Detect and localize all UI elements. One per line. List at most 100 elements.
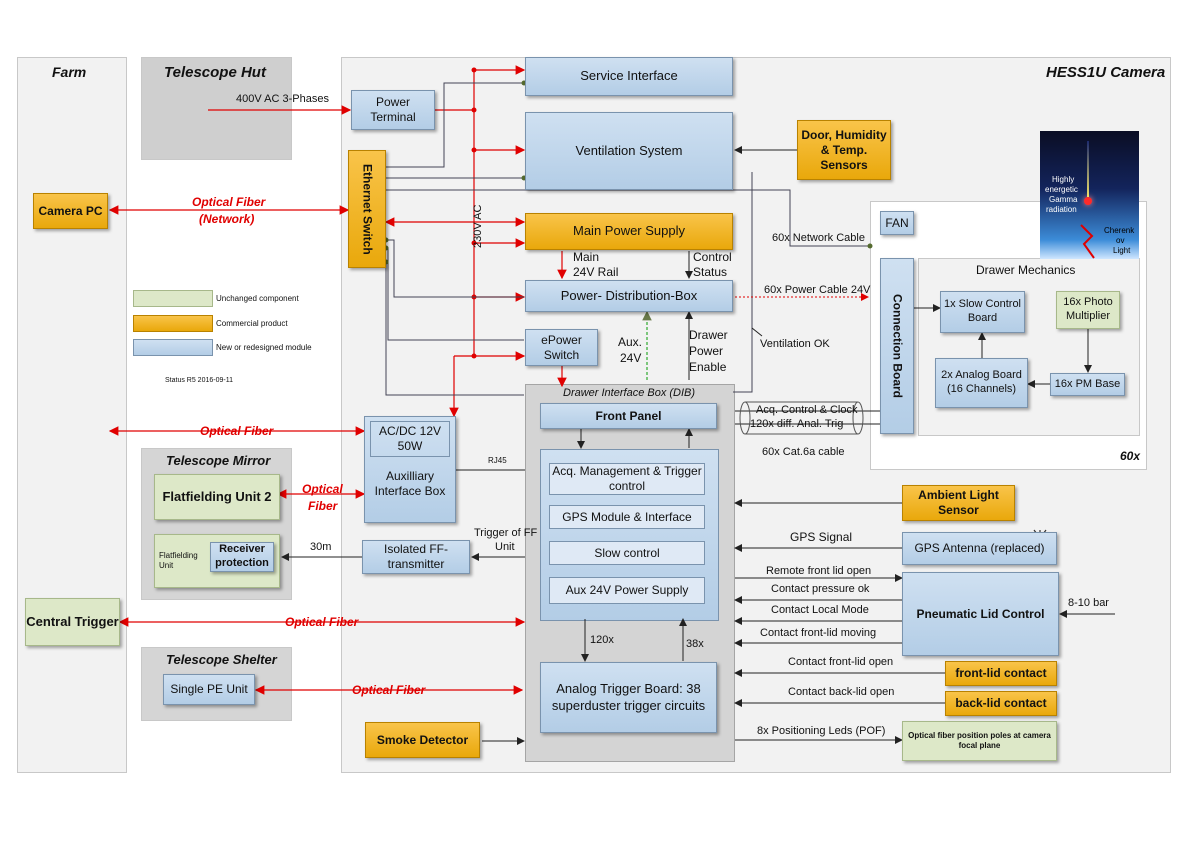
- power-cable-label: 60x Power Cable 24V: [764, 284, 871, 296]
- remote-front-label: Remote front lid open: [766, 565, 872, 577]
- cherenkov-text-3: Light: [1113, 246, 1131, 255]
- gps-signal-label: GPS Signal: [790, 530, 853, 544]
- aux-label-2: 24V: [620, 351, 642, 365]
- camera-pc-box[interactable]: Camera PC: [33, 193, 108, 229]
- pneumatic-box[interactable]: Pneumatic Lid Control: [902, 572, 1059, 656]
- optical-single-label: Optical Fiber: [352, 683, 426, 697]
- drawer-mechanics-title: Drawer Mechanics: [976, 263, 1076, 277]
- drawer-power-label-2: Power: [689, 344, 724, 358]
- x38-label: 38x: [686, 638, 704, 650]
- smoke-detector-box[interactable]: Smoke Detector: [365, 722, 480, 758]
- legend-new-swatch: [133, 339, 213, 356]
- pm-base-box[interactable]: 16x PM Base: [1050, 373, 1125, 396]
- optical-network-label-1: Optical Fiber: [192, 195, 266, 209]
- shelter-title: Telescope Shelter: [166, 652, 277, 667]
- single-pe-box[interactable]: Single PE Unit: [163, 674, 255, 705]
- bar-label: 8-10 bar: [1068, 597, 1109, 609]
- front-lid-box[interactable]: front-lid contact: [945, 661, 1057, 686]
- slow-control-box[interactable]: Slow control: [549, 541, 705, 565]
- contact-moving-label: Contact front-lid moving: [760, 627, 877, 639]
- gps-antenna-box[interactable]: GPS Antenna (replaced): [902, 532, 1057, 565]
- acq-mgmt-box[interactable]: Acq. Management & Trigger control: [549, 463, 705, 495]
- x120-label: 120x: [590, 634, 614, 646]
- ff-unit2-box[interactable]: Flatfielding Unit 2: [154, 474, 280, 520]
- ff-unit-label: Flatfielding Unit: [159, 551, 198, 570]
- receiver-box[interactable]: Receiver protection: [210, 542, 274, 572]
- trigger-ff-label-1: Trigger of FF: [474, 527, 538, 539]
- control-label-1: Control: [693, 250, 732, 264]
- gamma-text-4: radiation: [1046, 205, 1077, 214]
- positioning-label: 8x Positioning Leds (POF): [757, 725, 886, 737]
- ethernet-switch-label: Ethernet Switch: [360, 163, 375, 255]
- ventilation-box[interactable]: Ventilation System: [525, 112, 733, 190]
- cat6-label: 60x Cat.6a cable: [762, 446, 845, 458]
- gamma-text-2: energetic: [1045, 185, 1078, 194]
- legend-new-label: New or redesigned module: [216, 343, 312, 352]
- back-lid-box[interactable]: back-lid contact: [945, 691, 1057, 716]
- ethernet-switch-box[interactable]: Ethernet Switch: [348, 150, 386, 268]
- ventilation-ok-label: Ventilation OK: [760, 338, 830, 350]
- control-label-2: Status: [693, 265, 728, 279]
- main-rail-label-1: Main: [573, 250, 600, 264]
- optical-ff-label-1: Optical: [302, 482, 343, 496]
- gamma-text-1: Highly: [1052, 175, 1075, 184]
- connection-board-box[interactable]: Connection Board: [880, 258, 914, 434]
- optical-central-label: Optical Fiber: [285, 615, 359, 629]
- hut-title: Telescope Hut: [164, 64, 266, 81]
- optical-aux-label: Optical Fiber: [200, 424, 274, 438]
- service-interface-box[interactable]: Service Interface: [525, 57, 733, 96]
- fan-box[interactable]: FAN: [880, 211, 914, 235]
- drawer-count: 60x: [1120, 449, 1141, 463]
- cherenkov-text-1: Cherenk: [1104, 226, 1135, 235]
- central-trigger-box[interactable]: Central Trigger: [25, 598, 120, 646]
- aux24-box[interactable]: Aux 24V Power Supply: [549, 577, 705, 604]
- m30-label: 30m: [310, 541, 332, 553]
- ambient-light-box[interactable]: Ambient Light Sensor: [902, 485, 1015, 521]
- analog-trigger-box[interactable]: Analog Trigger Board: 38 superduster tri…: [540, 662, 717, 733]
- isolated-ff-box[interactable]: Isolated FF-transmitter: [362, 540, 470, 574]
- contact-local-label: Contact Local Mode: [771, 604, 869, 616]
- trigger-ff-label-2: Unit: [495, 541, 515, 553]
- epower-switch-box[interactable]: ePower Switch: [525, 329, 598, 366]
- diff-trig-label: 120x diff. Anal. Trig: [750, 418, 844, 430]
- power-terminal-box[interactable]: Power Terminal: [351, 90, 435, 130]
- acdc-inner: AC/DC 12V 50W: [370, 421, 450, 457]
- slow-control-board-box[interactable]: 1x Slow Control Board: [940, 291, 1025, 333]
- analog-board-box[interactable]: 2x Analog Board (16 Channels): [935, 358, 1028, 408]
- front-panel-box[interactable]: Front Panel: [540, 403, 717, 429]
- gps-module-box[interactable]: GPS Module & Interface: [549, 505, 705, 529]
- optical-network-label-2: (Network): [199, 212, 255, 226]
- contact-pressure-label: Contact pressure ok: [771, 583, 870, 595]
- contact-back-open-label: Contact back-lid open: [788, 686, 895, 698]
- camera-title: HESS1U Camera: [1046, 64, 1166, 81]
- legend-commercial-label: Commercial product: [216, 319, 288, 328]
- farm-title: Farm: [52, 64, 87, 80]
- gamma-dot-icon: [1084, 197, 1092, 205]
- drawer-mechanics-region: [918, 258, 1140, 436]
- legend-status: Status R5 2016-09-11: [165, 377, 233, 384]
- gamma-text-3: Gamma: [1049, 195, 1078, 204]
- connection-board-label: Connection Board: [890, 294, 905, 398]
- hut-region: [141, 57, 292, 160]
- optical-poles-box[interactable]: Optical fiber position poles at camera f…: [902, 721, 1057, 761]
- main-power-box[interactable]: Main Power Supply: [525, 213, 733, 250]
- ac-3phase-label: 400V AC 3-Phases: [236, 93, 329, 105]
- aux-interface-label: Auxilliary Interface Box: [374, 469, 446, 498]
- legend-unchanged-label: Unchanged component: [216, 294, 299, 303]
- pdb-box[interactable]: Power- Distribution-Box: [525, 280, 733, 312]
- door-sensors-box[interactable]: Door, Humidity & Temp. Sensors: [797, 120, 891, 180]
- acdc-box[interactable]: AC/DC 12V 50W Auxilliary Interface Box: [364, 416, 456, 523]
- network-cable-label: 60x Network Cable: [772, 232, 865, 244]
- photo-multiplier-box[interactable]: 16x Photo Multiplier: [1056, 291, 1120, 329]
- rj45-label: RJ45: [488, 456, 507, 465]
- contact-front-open-label: Contact front-lid open: [788, 656, 894, 668]
- legend-commercial-swatch: [133, 315, 213, 332]
- aux-label-1: Aux.: [618, 335, 643, 349]
- mirror-title: Telescope Mirror: [166, 453, 271, 468]
- acq-control-label: Acq. Control & Clock: [756, 404, 858, 416]
- drawer-power-label-1: Drawer: [689, 328, 728, 342]
- gamma-track: [1087, 141, 1089, 197]
- optical-ff-label-2: Fiber: [308, 499, 338, 513]
- legend-unchanged-swatch: [133, 290, 213, 307]
